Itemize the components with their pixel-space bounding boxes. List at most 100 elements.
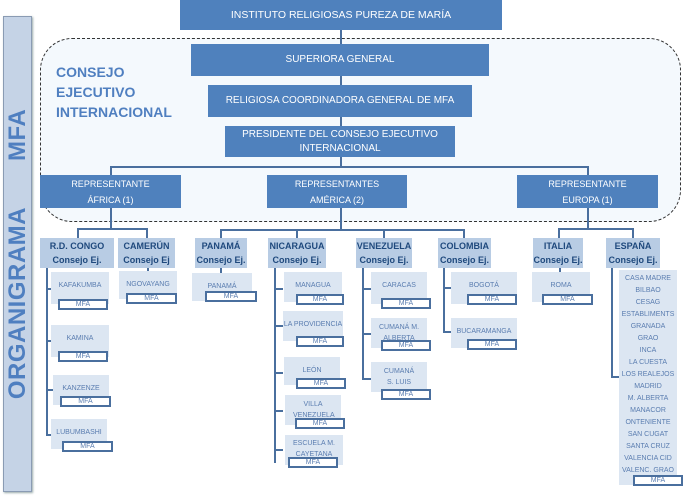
mfa-badge: MFA: [288, 457, 338, 468]
mfa-label: MFA: [560, 296, 575, 303]
connector-line: [220, 268, 222, 274]
coordinadora-label: RELIGIOSA COORDINADORA GENERAL DE MFA: [225, 95, 455, 106]
city-name: KAFAKUMBA: [58, 282, 102, 289]
connector-line: [340, 157, 342, 167]
mfa-badge: MFA: [296, 294, 344, 305]
mfa-badge: MFA: [467, 339, 517, 350]
connector-line: [274, 449, 283, 451]
mfa-badge: MFA: [296, 336, 344, 347]
mfa-label: MFA: [484, 296, 500, 303]
city-name: SANTA CRUZ: [626, 443, 670, 450]
country-sub: Consejo Ej: [123, 255, 170, 265]
connector-line: [558, 228, 634, 230]
country-name: ESPAÑA: [614, 241, 652, 251]
connector-line: [587, 207, 589, 229]
mfa-badge: MFA: [542, 294, 593, 305]
mfa-badge: MFA: [58, 351, 108, 362]
city-name: KANZENZE: [62, 385, 100, 392]
representative-title: REPRESENTANTE: [71, 178, 150, 189]
city-name: CUMANÁ S. LUIS: [383, 368, 415, 386]
sidebar-title: ORGANIGRAMA MFA: [4, 109, 32, 399]
country-espana: ESPAÑA Consejo Ej.: [606, 238, 660, 268]
city-name: SAN CUGAT: [627, 431, 669, 438]
mfa-badge: MFA: [58, 299, 108, 310]
country-name: VENEZUELA: [356, 241, 412, 251]
city-name: NGOVAYANG: [126, 281, 170, 288]
mfa-label: MFA: [398, 300, 414, 307]
connector-line: [611, 268, 613, 378]
mfa-label: MFA: [78, 398, 93, 405]
country-name: CAMERÚN: [123, 241, 170, 251]
connector-line: [220, 229, 222, 238]
city-name: MANACOR: [630, 407, 666, 414]
city-name: ONTENIENTE: [625, 419, 671, 426]
country-sub: Consejo Ej.: [359, 255, 409, 265]
sidebar-word-organigrama: ORGANIGRAMA: [3, 207, 31, 400]
connector-line: [340, 117, 342, 126]
superiora-general-label: SUPERIORA GENERAL: [285, 54, 395, 65]
connector-line: [274, 410, 283, 412]
representative-title: REPRESENTANTE: [548, 178, 627, 189]
mfa-badge: MFA: [62, 441, 113, 452]
connector-line: [110, 166, 588, 168]
representative-region: ÁFRICA (1): [87, 194, 134, 205]
connector-line: [383, 229, 385, 238]
city-name: LEÓN: [302, 367, 322, 374]
connector-line: [362, 288, 371, 290]
city-name: BUCARAMANGA: [456, 328, 512, 335]
connector-line: [558, 228, 560, 238]
city-name: BOGOTÁ: [469, 282, 499, 289]
connector-line: [46, 389, 53, 391]
connector-line: [77, 228, 79, 238]
city-name: MADRID: [634, 383, 662, 390]
city-name: VALENC. GRAO: [622, 467, 674, 474]
connector-line: [110, 207, 112, 229]
city-name: VALENCIA CID: [624, 455, 672, 462]
council-title-line: CONSEJO: [56, 64, 125, 80]
mfa-badge: MFA: [126, 293, 177, 304]
city-name: CUMANÁ M. ALBERTA: [378, 324, 420, 342]
institute-box: INSTITUTO RELIGIOSAS PUREZA DE MARÍA: [180, 0, 502, 30]
connector-line: [110, 166, 112, 176]
country-name: PANAMÁ: [201, 241, 241, 251]
representative-region: AMÉRICA (2): [309, 194, 364, 205]
representative-africa-box: REPRESENTANTE ÁFRICA (1): [40, 175, 181, 208]
connector-line: [340, 30, 342, 44]
connector-line: [274, 372, 283, 374]
connector-line: [443, 287, 452, 289]
council-title-line: INTERNACIONAL: [56, 104, 172, 120]
presidente-label-line: PRESIDENTE DEL CONSEJO EJECUTIVO: [242, 128, 438, 140]
mfa-badge: MFA: [296, 378, 346, 389]
connector-line: [46, 340, 53, 342]
mfa-label: MFA: [312, 296, 328, 303]
country-sub: Consejo Ej.: [272, 255, 322, 265]
country-name: NICARAGUA: [269, 241, 325, 251]
connector-line: [340, 76, 342, 85]
connector-line: [632, 228, 634, 238]
mfa-badge: MFA: [467, 294, 517, 305]
city-box: KAFAKUMBA: [51, 272, 109, 304]
mfa-badge: MFA: [60, 396, 111, 407]
connector-line: [46, 288, 53, 290]
connector-line: [296, 229, 298, 238]
institute-label: INSTITUTO RELIGIOSAS PUREZA DE MARÍA: [230, 9, 452, 21]
connector-line: [587, 166, 589, 176]
country-italia: ITALIA Consejo Ej.: [533, 238, 583, 268]
connector-line: [77, 228, 147, 230]
mfa-badge: MFA: [381, 340, 431, 351]
presidente-box: PRESIDENTE DEL CONSEJO EJECUTIVO INTERNA…: [225, 126, 455, 157]
country-colombia: COLOMBIA Consejo Ej.: [438, 238, 491, 268]
country-venezuela: VENEZUELA Consejo Ej.: [356, 238, 412, 268]
mfa-label: MFA: [313, 380, 329, 387]
country-sub: Consejo Ej.: [439, 255, 489, 265]
mfa-label: MFA: [398, 391, 414, 398]
connector-line: [362, 268, 364, 379]
city-box: CUMANÁ S. LUIS: [371, 362, 427, 392]
city-name: INCA: [639, 347, 657, 354]
country-name: COLOMBIA: [440, 241, 489, 251]
coordinadora-box: RELIGIOSA COORDINADORA GENERAL DE MFA: [208, 85, 472, 117]
mfa-label: MFA: [75, 353, 91, 360]
connector-line: [147, 268, 149, 272]
city-name: GRANADA: [630, 323, 666, 330]
sidebar-word-mfa: MFA: [3, 108, 31, 162]
